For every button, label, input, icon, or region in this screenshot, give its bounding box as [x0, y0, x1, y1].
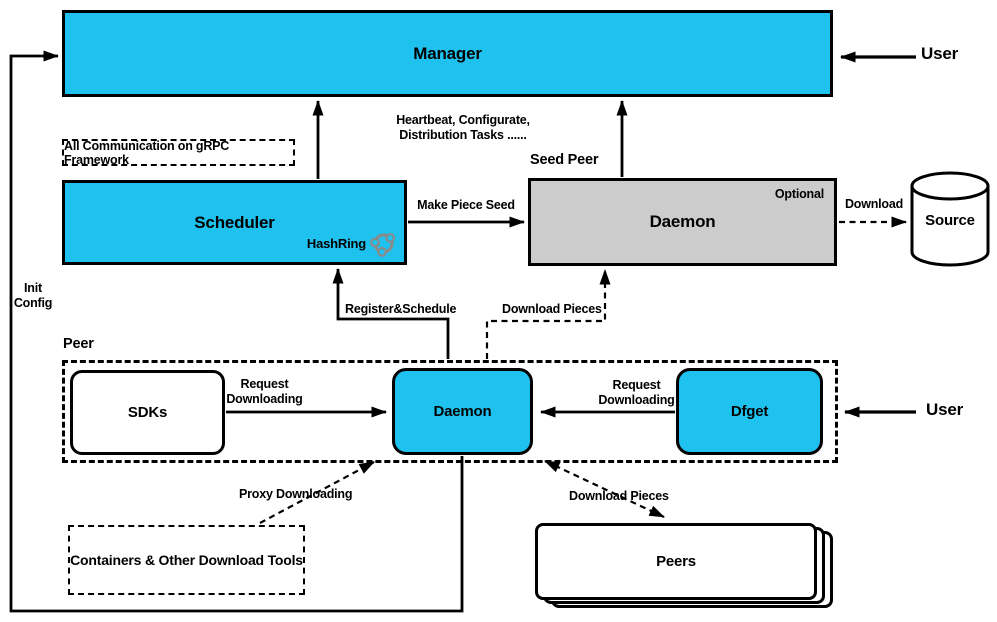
containers-title: Containers & Other Download Tools [70, 552, 303, 568]
hashring-label: HashRing [306, 236, 366, 251]
hashring-icon [370, 233, 396, 257]
edge-download-pieces-peers [544, 460, 665, 518]
user-top-label: User [921, 44, 959, 63]
download-pieces-seed-label: Download Pieces [502, 302, 602, 316]
download-source-label: Download [844, 197, 904, 211]
peer-group-label: Peer [63, 336, 94, 352]
edge-register-schedule [332, 268, 450, 359]
peer-daemon-title: Daemon [433, 403, 492, 420]
download-pieces-peers-label: Download Pieces [569, 489, 669, 503]
hashring-indicator: HashRing [307, 230, 397, 257]
seed-peer-group-label: Seed Peer [530, 152, 599, 168]
optional-tag: Optional [774, 187, 824, 201]
containers-node: Containers & Other Download Tools [68, 525, 305, 595]
request-downloading-sdks-label: Request Downloading [226, 377, 303, 406]
seed-peer-daemon-node: Daemon Optional [528, 178, 837, 266]
manager-node: Manager [62, 10, 833, 97]
scheduler-title: Scheduler [194, 212, 275, 232]
init-config-label: Init Config [13, 281, 53, 310]
scheduler-node: Scheduler HashRing [62, 180, 407, 265]
dfget-node: Dfget [676, 368, 823, 455]
sdks-node: SDKs [70, 370, 225, 455]
source-title: Source [925, 212, 975, 229]
peer-daemon-node: Daemon [392, 368, 533, 455]
edge-download-pieces-seed [485, 269, 611, 359]
peer-group-box [62, 360, 838, 463]
register-schedule-label: Register&Schedule [345, 302, 457, 316]
dfget-title: Dfget [730, 403, 769, 420]
peers-node: Peers [535, 523, 817, 600]
edge-init-config [9, 50, 464, 613]
sdks-title: SDKs [127, 404, 168, 421]
user-right-label: User [926, 400, 964, 419]
edge-proxy-downloading [259, 461, 375, 524]
source-cylinder [910, 171, 990, 267]
proxy-downloading-label: Proxy Downloading [239, 487, 353, 501]
manager-title: Manager [413, 43, 482, 63]
grpc-note: All Communication on gRPC Framework [62, 139, 295, 167]
seed-daemon-title: Daemon [649, 212, 716, 231]
heartbeat-label: Heartbeat, Configurate, Distribution Tas… [396, 113, 530, 142]
peers-title: Peers [656, 553, 696, 570]
make-piece-seed-label: Make Piece Seed [417, 198, 515, 212]
request-downloading-dfget-label: Request Downloading [598, 378, 675, 407]
